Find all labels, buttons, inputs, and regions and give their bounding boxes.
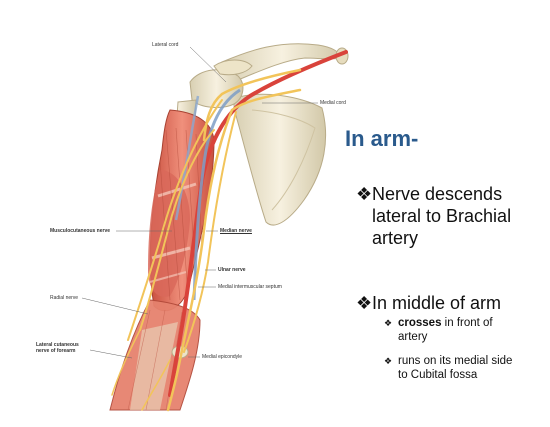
label-lateral-cord: Lateral cord [152,42,178,48]
sub-bullet-text: in front of [441,317,492,329]
label-lateral-cutaneous-nerve-of-forearm: Lateral cutaneous nerve of forearm [36,342,86,354]
diamond-bullet-icon: ❖ [356,183,372,205]
sub-bullet-item: ❖ crosses in front of artery [384,316,546,344]
label-medial-epicondyle: Medial epicondyle [202,354,242,360]
bullet-item: ❖ Nerve descends lateral to Brachial art… [356,183,546,249]
diamond-bullet-icon: ❖ [384,354,392,368]
label-radial-nerve: Radial nerve [50,295,78,301]
label-median-nerve: Median nerve [220,228,252,234]
label-medial-cord: Medial cord [320,100,346,106]
sub-bullet-text: runs on its medial side [384,354,546,368]
label-ulnar-nerve: Ulnar nerve [218,267,246,273]
sub-bullet-bold-text: crosses [398,317,441,329]
sub-bullet-text-line2: to Cubital fossa [384,368,546,382]
label-musculocutaneous-nerve: Musculocutaneous nerve [50,228,110,234]
bullet-item: ❖ In middle of arm [356,292,546,314]
bullet-text: In middle of arm [356,292,546,314]
slide-heading: In arm- [345,126,418,152]
bullet-text: Nerve descends lateral to Brachial arter… [356,183,546,249]
diamond-bullet-icon: ❖ [384,316,392,330]
diamond-bullet-icon: ❖ [356,292,372,314]
sub-bullet-text-line2: artery [384,330,546,344]
sub-bullet-item: ❖ runs on its medial side to Cubital fos… [384,354,546,382]
label-medial-intermuscular-septum: Medial intermuscular septum [218,284,282,290]
